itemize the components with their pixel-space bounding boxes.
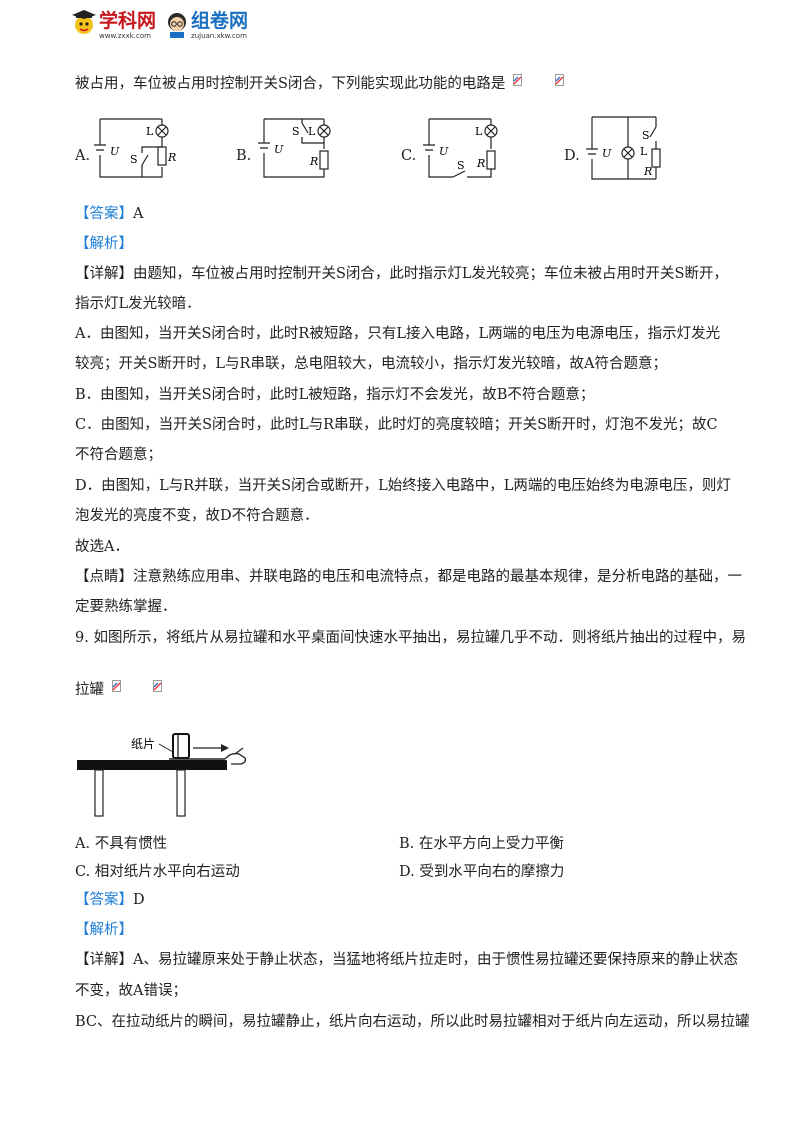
voltage-label: U [439, 145, 449, 158]
q9-option-a: A. 不具有惯性 [75, 836, 168, 852]
q8-detail-line: 指示灯L发光较暗． [75, 296, 201, 312]
answer-value: D [133, 892, 145, 908]
answer-tag: 【答案】 [75, 206, 133, 222]
q9-detail-line: BC、在拉动纸片的瞬间，易拉罐静止，纸片向右运动，所以此时易拉罐相对于纸片向左运… [75, 1014, 750, 1030]
switch-label: S [457, 159, 465, 172]
resistor-label: R [643, 165, 652, 178]
q8-analysis-tag: 【解析】 [75, 236, 133, 252]
resistor-label: R [309, 155, 318, 168]
q9-answer: 【答案】D [75, 890, 145, 910]
mascot-icon [72, 10, 96, 34]
arrow-right-icon [221, 744, 229, 752]
q9-figure: 纸片 [77, 733, 247, 817]
zujuan-logo-url: zujuan.xkw.com [191, 32, 247, 40]
q8-detail-line: 不符合题意； [75, 447, 162, 463]
q8-tip-line: 定要熟练掌握． [75, 599, 177, 615]
q8-option-d-label: D. [564, 148, 580, 164]
switch-label: S [292, 125, 300, 138]
zujuan-logo-text: 组卷网 [191, 10, 249, 32]
q8-circuit-a: L U S R [94, 118, 176, 178]
lamp-label: L [308, 125, 316, 138]
zxxk-logo: 学科网 www.zxxk.com [72, 10, 156, 40]
q9-stem-text: 拉罐 [75, 682, 104, 698]
q9-option-c: C. 相对纸片水平向右运动 [75, 864, 240, 880]
lamp-label: L [146, 125, 154, 138]
q9-option-d: D. 受到水平向右的摩擦力 [399, 864, 565, 880]
badge-icon [513, 74, 523, 86]
badge-icon [554, 74, 564, 86]
table-leg [94, 769, 104, 817]
q9-detail-line: 不变，故A错误； [75, 983, 187, 999]
q8-tip-line: 【点睛】注意熟练应用串、并联电路的电压和电流特点，都是电路的最基本规律，是分析电… [75, 569, 742, 585]
q8-stem-text: 被占用，车位被占用时控制开关S闭合，下列能实现此功能的电路是 [75, 76, 506, 92]
q8-detail-line: C．由图知，当开关S闭合时，此时L与R串联，此时灯的亮度较暗；开关S断开时，灯泡… [75, 417, 718, 433]
table-top [77, 760, 227, 770]
voltage-label: U [110, 145, 120, 158]
q8-detail-line: B．由图知，当开关S闭合时，此时L被短路，指示灯不会发光，故B不符合题意； [75, 387, 595, 403]
voltage-label: U [602, 147, 612, 160]
switch-label: S [130, 153, 138, 166]
lamp-label: L [475, 125, 483, 138]
q8-circuit-d: U L S R [586, 116, 661, 180]
q8-circuit-c: L U S R [423, 118, 498, 178]
q9-option-b: B. 在水平方向上受力平衡 [399, 836, 564, 852]
q8-option-b-label: B. [236, 148, 252, 164]
table-leg [176, 769, 186, 817]
answer-value: A [133, 206, 144, 222]
q9-stem-line2: 拉罐 [75, 680, 163, 700]
q8-option-c-label: C. [401, 148, 417, 164]
q8-detail-line: 【详解】由题知，车位被占用时控制开关S闭合，此时指示灯L发光较亮；车位未被占用时… [75, 266, 728, 282]
q8-conclusion: 故选A． [75, 539, 129, 555]
can [172, 733, 190, 759]
q8-detail-line: 较亮；开关S断开时，L与R串联，总电阻较大，电流较小，指示灯发光较暗，故A符合题… [75, 356, 667, 372]
q9-analysis-tag: 【解析】 [75, 922, 133, 938]
answer-tag: 【答案】 [75, 892, 133, 908]
q8-detail-line: A．由图知，当开关S闭合时，此时R被短路，只有L接入电路，L两端的电压为电源电压… [75, 326, 721, 342]
q9-detail-line: 【详解】A、易拉罐原来处于静止状态，当猛地将纸片拉走时，由于惯性易拉罐还要保持原… [75, 952, 738, 968]
resistor-label: R [476, 157, 485, 170]
student-icon [168, 13, 187, 38]
switch-label: S [642, 129, 650, 142]
q8-circuit-b: S L U R [258, 118, 331, 178]
q9-stem-line1: 9. 如图所示，将纸片从易拉罐和水平桌面间快速水平抽出，易拉罐几乎不动．则将纸片… [75, 630, 746, 646]
resistor-label: R [167, 151, 176, 164]
zxxk-logo-text: 学科网 [99, 10, 157, 32]
voltage-label: U [274, 143, 284, 156]
lamp-label: L [640, 145, 648, 158]
q8-stem: 被占用，车位被占用时控制开关S闭合，下列能实现此功能的电路是 [75, 74, 564, 94]
q8-answer: 【答案】A [75, 204, 143, 224]
zujuan-logo: 组卷网 zujuan.xkw.com [166, 10, 248, 40]
q8-detail-line: 泡发光的亮度不变，故D不符合题意． [75, 508, 319, 524]
badge-icon [111, 680, 121, 692]
header-logos: 学科网 www.zxxk.com 组卷网 zujuan.xkw.com [72, 10, 248, 46]
q8-option-a-label: A. [75, 148, 91, 164]
zxxk-logo-url: www.zxxk.com [99, 32, 151, 40]
badge-icon [153, 680, 163, 692]
paper-label: 纸片 [131, 737, 155, 751]
hand-icon [224, 752, 247, 765]
q8-detail-line: D．由图知，L与R并联，当开关S闭合或断开，L始终接入电路中，L两端的电压始终为… [75, 478, 731, 494]
